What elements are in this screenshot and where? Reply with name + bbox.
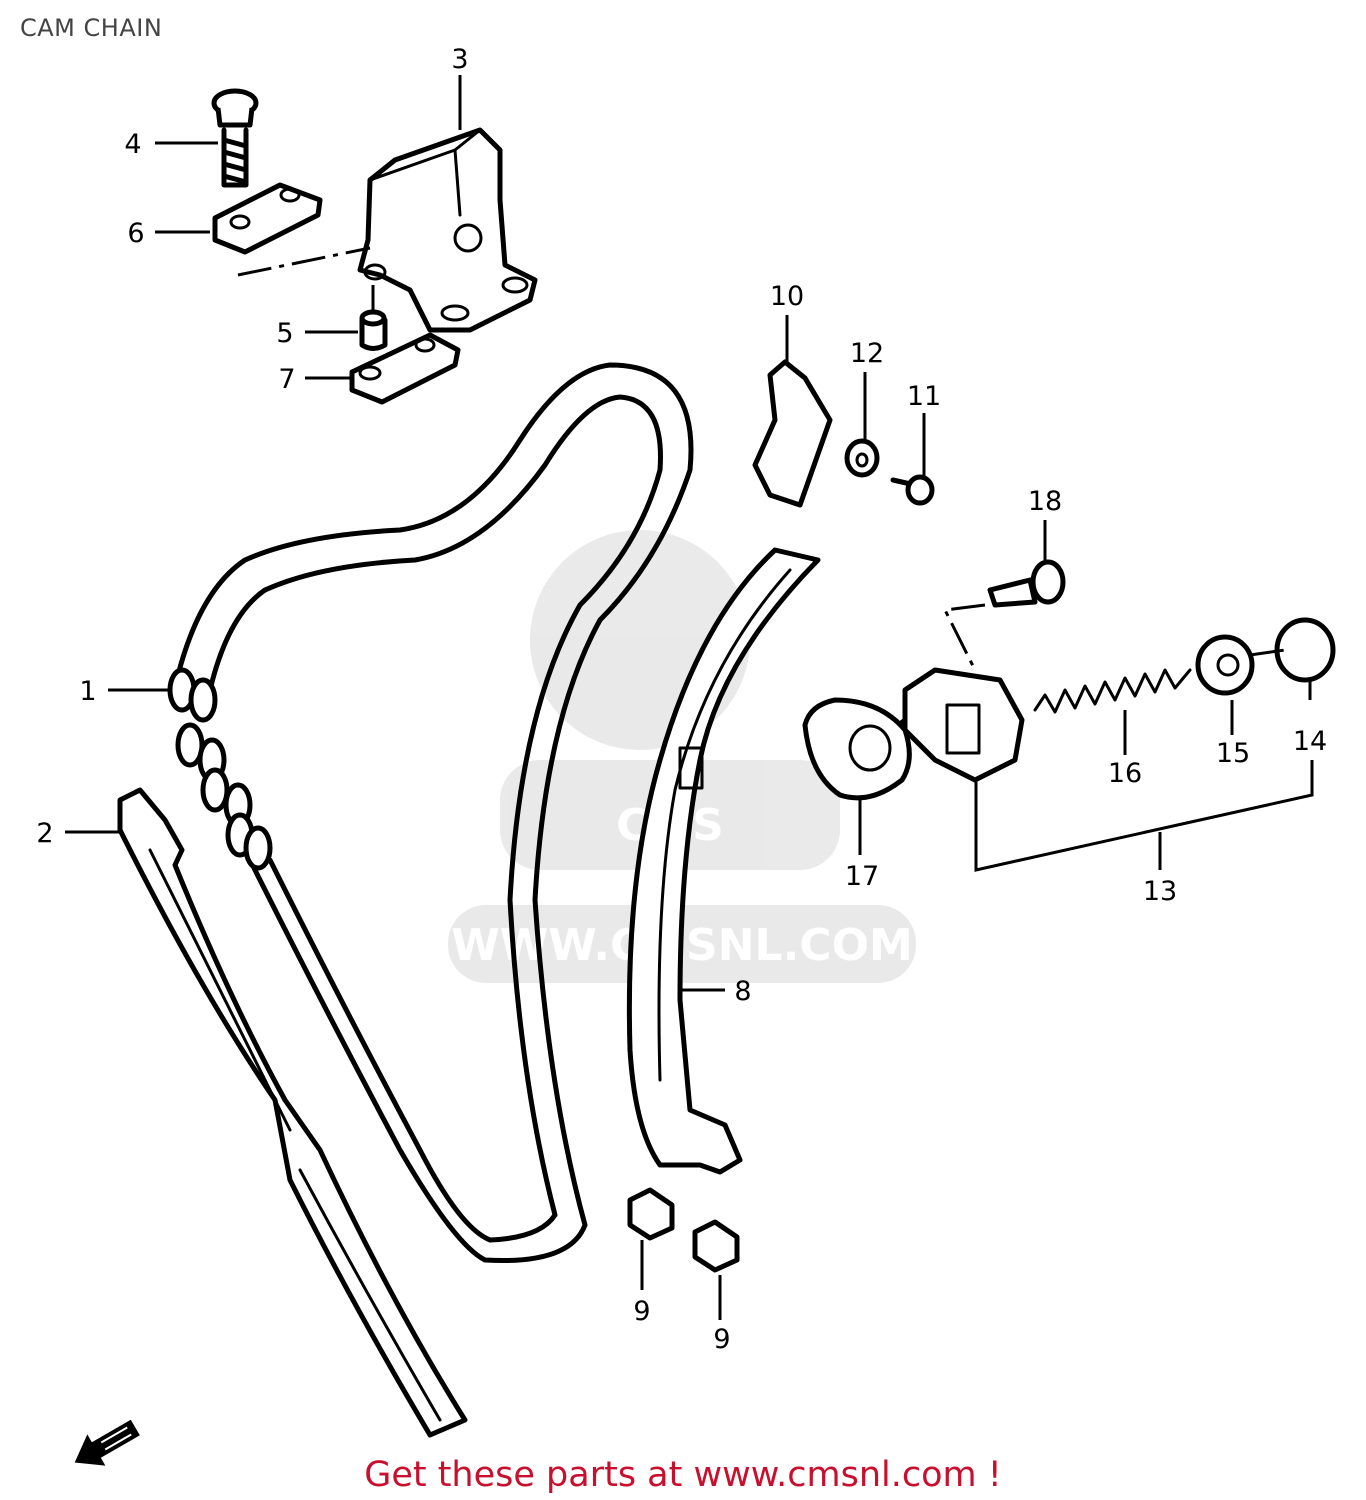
part-7-plate (349, 332, 461, 405)
part-18-bolt (987, 559, 1066, 608)
callout-15: 15 (1216, 738, 1250, 769)
part-11-screw (890, 474, 935, 506)
part-4-bolt (211, 88, 259, 188)
callout-13: 13 (1143, 876, 1177, 907)
part-14-cap (1249, 617, 1336, 683)
part-2-chain-guide (117, 787, 468, 1438)
callout-2: 2 (36, 818, 53, 849)
page-title: CAM CHAIN (20, 14, 163, 42)
part-3-upper-guide (357, 127, 538, 333)
callout-18: 18 (1028, 486, 1062, 517)
part-9-damper-right (692, 1219, 740, 1273)
callout-5: 5 (276, 318, 293, 349)
part-8-tensioner-guide (626, 547, 821, 1175)
fwd-arrow-icon (74, 1419, 140, 1466)
leader-lines (65, 75, 1312, 1320)
callout-4: 4 (124, 129, 141, 160)
callout-12: 12 (850, 338, 884, 369)
callout-3: 3 (451, 44, 468, 75)
callout-11: 11 (907, 381, 941, 412)
part-1-cam-chain (167, 362, 694, 1264)
callout-labels: 1 2 3 4 5 6 7 8 9 9 10 11 12 13 14 15 16… (36, 44, 1327, 1355)
part-17-gasket (802, 697, 912, 801)
part-13-tensioner-body (877, 667, 1025, 783)
part-6-plate (212, 182, 323, 255)
callout-6: 6 (127, 218, 144, 249)
part-12-washer (844, 438, 880, 478)
assembly-line-upper (237, 246, 371, 277)
bracket-13 (974, 760, 1314, 872)
callout-9a: 9 (633, 1296, 650, 1327)
part-9-damper-left (627, 1187, 675, 1241)
callout-1: 1 (79, 676, 96, 707)
callout-8: 8 (734, 976, 751, 1007)
footer-link[interactable]: Get these parts at www.cmsnl.com ! (364, 1455, 1002, 1495)
part-5-dowel (359, 309, 388, 351)
callout-7: 7 (278, 364, 295, 395)
assembly-line-18 (942, 603, 986, 671)
callout-14: 14 (1293, 726, 1327, 757)
part-15-washer (1195, 634, 1255, 696)
callout-9b: 9 (713, 1324, 730, 1355)
part-16-spring (1033, 668, 1192, 714)
chain-links (167, 667, 273, 871)
callout-10: 10 (770, 281, 804, 312)
part-10-guide-piece (752, 359, 833, 508)
callout-16: 16 (1108, 758, 1142, 789)
callout-17: 17 (845, 861, 879, 892)
